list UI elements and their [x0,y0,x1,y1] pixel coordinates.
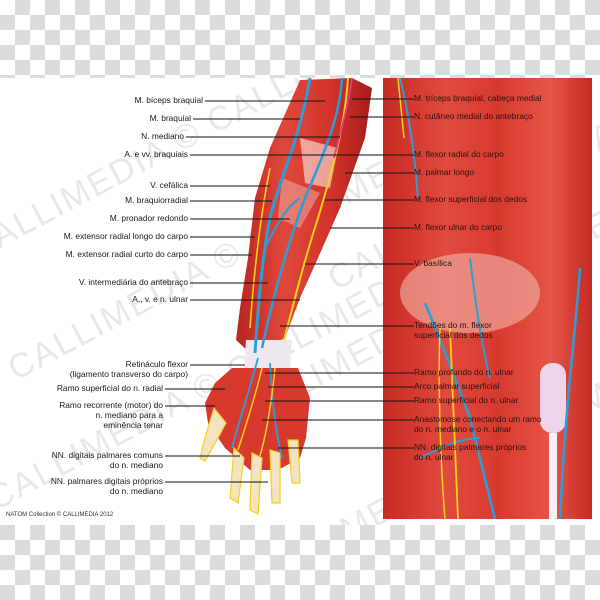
label-ramo-profundo-ulnar: Ramo profundo do n. ulnar [414,367,514,377]
label-ulnar: A., v. e n. ulnar [132,294,188,304]
label-palmar-longo: M. palmar longo [414,167,475,177]
label-n-mediano: N. mediano [141,131,184,141]
label-cutaneo-medial: N. cutâneo medial do antebraço [414,111,533,121]
label-ramo-recorrente: Ramo recorrente (motor) do n. mediano pa… [59,400,163,430]
label-flexor-radial: M. flexor radial do carpo [414,149,504,159]
label-flexor-superficial: M. flexor superficial dos dedos [414,194,528,204]
anatomy-illustration [165,78,592,520]
label-braquial: M. braquial [149,113,191,123]
label-nn-palmares-proprios-mediano: NN. palmares digitais próprios do n. med… [50,476,163,496]
label-braquiais: A. e vv. braquiais [124,149,188,159]
label-nn-digitais-ulnar: NN. digitais palmares próprios do n. uln… [414,442,527,462]
label-anastomose: Anastomose conectando um ramo do n. medi… [414,414,542,434]
label-braquiorradial: M. braquiorradial [125,195,188,205]
label-cefalica: V. cefálica [150,180,188,190]
label-retinaculo: Retináculo flexor (ligamento transverso … [69,359,188,379]
label-ramo-superficial-ulnar: Ramo superficial do n. ulnar [414,395,519,405]
label-nn-digitais-comuns: NN. digitais palmares comuns do n. media… [51,450,163,470]
label-pronador-redondo: M. pronador redondo [109,213,188,223]
label-biceps: M. bíceps braquial [134,95,203,105]
label-extensor-curto: M. extensor radial curto do carpo [65,249,188,259]
label-v-intermediaria: V. intermediária do antebraço [78,277,188,287]
label-arco-palmar: Arco palmar superficial [414,381,500,391]
copyright-credit: NATOM Collection © CALLIMEDIA 2012 [6,512,114,518]
label-tendoes: Tendões do m. flexor superficial dos ded… [414,320,493,340]
label-extensor-longo: M. extensor radial longo do carpo [63,231,188,241]
hand-detail-panel [383,78,592,520]
label-ramo-superficial-radial: Ramo superficial do n. radial [56,383,163,393]
label-basilica: V. basílica [414,258,452,268]
label-triceps: M. tríceps braquial, cabeça medial [414,93,542,103]
label-flexor-ulnar: M. flexor ulnar do carpo [414,222,502,232]
forearm-illustration [199,78,372,515]
anatomy-plate: CALLIMEDIA © CALLIMEDIA © CALLIMEDIA © C… [0,78,600,525]
